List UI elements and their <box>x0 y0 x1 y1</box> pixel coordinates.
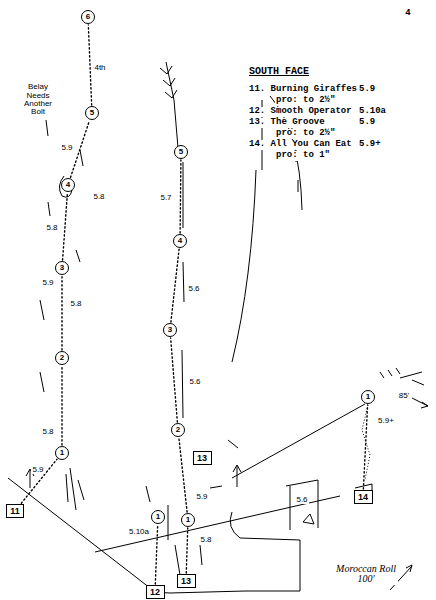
route-line <box>63 193 68 260</box>
belay-number: 2 <box>176 426 180 434</box>
route-number: 11 <box>10 507 20 516</box>
belay-number: 3 <box>60 264 64 272</box>
route-number-box: 13 <box>193 451 212 465</box>
route-number: 14 <box>358 493 368 502</box>
crack-line <box>400 372 424 385</box>
route-line <box>171 338 178 422</box>
belay-number: 1 <box>156 513 160 521</box>
belay-number: 1 <box>186 516 190 524</box>
route-list-item: 5.9 <box>358 85 376 94</box>
crack-line <box>66 468 84 510</box>
route-list-item: 13. The Groove <box>248 118 326 127</box>
grade-label: 5.9 <box>195 493 208 501</box>
grade-label: 5.9 <box>60 144 73 152</box>
route-line <box>186 528 187 573</box>
route-dots <box>362 405 370 480</box>
page-number: 4 <box>404 9 411 18</box>
crack-line <box>182 162 184 418</box>
belay-number: 3 <box>168 326 172 334</box>
belay-circle: 3 <box>55 261 69 275</box>
grade-label: 5.8 <box>41 428 54 436</box>
corner-outline <box>286 480 318 530</box>
route-list-item: pro: to 2½" <box>275 96 336 105</box>
ledge-line <box>232 404 365 478</box>
grade-label: 85' <box>398 392 410 400</box>
block-symbol <box>303 514 314 524</box>
route-line <box>62 276 63 350</box>
belay-circle: 2 <box>55 351 69 365</box>
belay-circle: 5 <box>85 106 99 120</box>
belay-circle: 2 <box>171 423 185 437</box>
belay-circle: 1 <box>55 446 69 460</box>
route-line <box>363 405 367 489</box>
route-number: 13 <box>181 577 191 586</box>
direction-arrow <box>233 465 241 487</box>
route-list-item: pro: to 2½" <box>275 129 336 138</box>
belay-circle: 4 <box>173 234 187 248</box>
direction-arrow <box>412 398 428 408</box>
route-list-item: 14. All You Can Eat <box>248 140 353 149</box>
ledge-line <box>8 478 300 593</box>
grade-label: 5.8 <box>92 193 105 201</box>
grade-label: 5.6 <box>295 496 308 504</box>
belay-number: 4 <box>66 181 70 189</box>
grade-label: 5.9 <box>41 279 54 287</box>
route-line <box>21 459 57 503</box>
grade-label: 4th <box>93 64 106 72</box>
route-number-box: 11 <box>6 504 24 518</box>
roof-edge <box>232 170 256 362</box>
belay-circle: 4 <box>61 178 75 192</box>
face-title: SOUTH FACE <box>248 67 310 78</box>
belay-circle: 1 <box>361 390 375 404</box>
grade-label: 5.8 <box>45 224 58 232</box>
belay-circle: 6 <box>81 10 95 24</box>
chimney-symbol <box>160 66 177 98</box>
belay-number: 1 <box>60 449 64 457</box>
grade-label: 5.9 <box>31 466 44 474</box>
grade-label: Moroccan Roll 100' <box>334 564 398 585</box>
chimney-line <box>166 62 178 148</box>
belay-number: 5 <box>90 109 94 117</box>
belay-number: 5 <box>179 148 183 156</box>
route-number: 13 <box>197 454 207 463</box>
route-line <box>62 366 63 445</box>
grade-label: 5.8 <box>199 536 212 544</box>
belay-circle: 3 <box>163 323 177 337</box>
route-number-box: 12 <box>146 585 165 599</box>
route-number-box: 13 <box>177 574 196 588</box>
route-list-item: pro: to 1" <box>275 151 331 160</box>
route-list-item: 5.10a <box>358 107 387 116</box>
grade-label: 5.6 <box>187 285 200 293</box>
belay-number: 4 <box>178 237 182 245</box>
route-number: 12 <box>150 588 160 597</box>
belay-circle: 5 <box>174 145 188 159</box>
grade-label: 5.10a <box>128 528 150 536</box>
route-line <box>88 25 91 105</box>
belay-number: 2 <box>60 354 64 362</box>
belay-circle: 1 <box>181 513 195 527</box>
crack-line <box>146 440 238 575</box>
route-list-item: 11. Burning Giraffes <box>248 85 358 94</box>
belay-number: 6 <box>86 13 90 21</box>
route-line <box>179 438 187 512</box>
crack-line <box>380 368 400 378</box>
route-line <box>180 160 182 233</box>
grade-label: 5.9+ <box>377 417 395 425</box>
grade-label: Belay Needs Another Bolt <box>17 83 59 117</box>
route-list-item: 5.9 <box>358 118 376 127</box>
route-line <box>171 249 179 322</box>
belay-number: 1 <box>366 393 370 401</box>
route-number-box: 14 <box>354 490 373 504</box>
route-list-item: 5.9+ <box>358 140 382 149</box>
route-line <box>155 525 157 584</box>
grade-label: 5.7 <box>159 194 172 202</box>
ledge-line <box>95 496 340 552</box>
grade-label: 5.6 <box>188 378 201 386</box>
belay-circle: 1 <box>151 510 165 524</box>
grade-label: 5.8 <box>69 300 82 308</box>
route-list-item: 12. Smooth Operator <box>248 107 353 116</box>
